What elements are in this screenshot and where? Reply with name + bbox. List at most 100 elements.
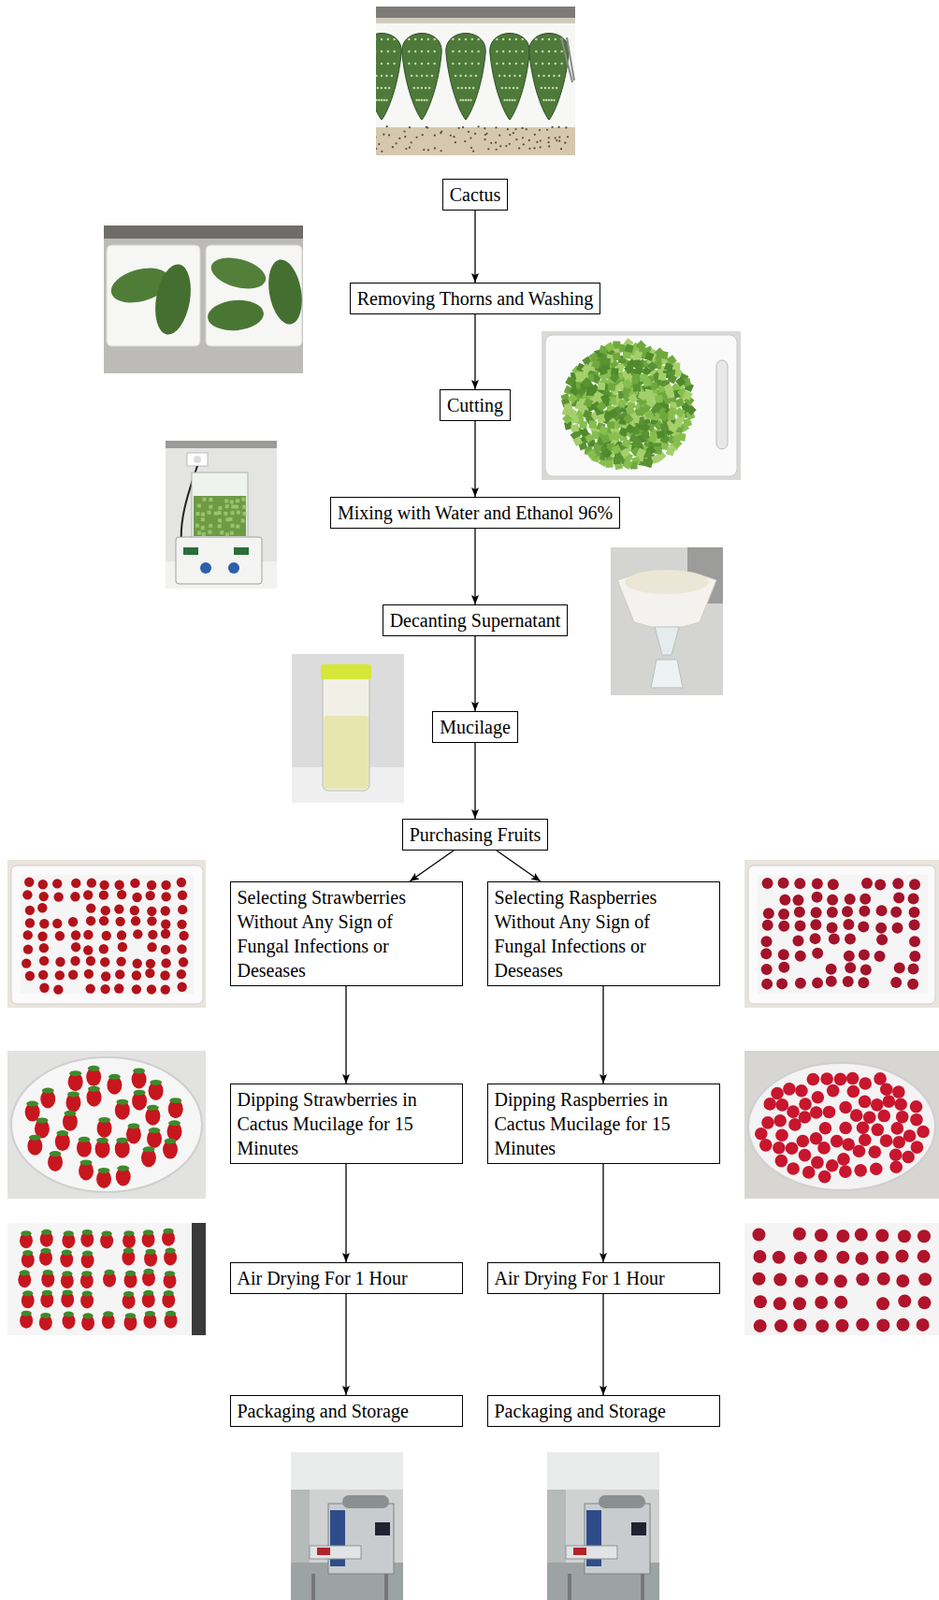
chopped-cactus-photo-detail-detail xyxy=(641,431,651,440)
cactus-photo-detail-detail xyxy=(467,130,470,133)
mucilage-jar-photo-detail xyxy=(291,653,405,803)
strawberry-drying-photo-detail-detail xyxy=(100,1229,114,1248)
cactus-photo-detail-detail xyxy=(417,86,419,89)
chopped-cactus-photo-detail-detail xyxy=(621,459,633,470)
stirrer-photo-detail xyxy=(193,455,202,463)
strawberry-tray-photo-detail-detail xyxy=(160,957,171,968)
chopped-cactus-photo-detail-detail xyxy=(633,383,641,391)
strawberry-drying-photo-detail-detail xyxy=(102,1269,116,1287)
raspberry-tray-photo-detail-detail xyxy=(778,877,790,889)
raspberry-dip-photo-detail-detail xyxy=(807,1072,821,1086)
raspberry-dip-photo-detail-detail xyxy=(825,1158,839,1172)
cactus-photo-detail-detail xyxy=(380,150,383,153)
cactus-photo-detail-detail xyxy=(375,50,377,53)
cactus-photo-detail-detail xyxy=(558,140,561,143)
cactus-photo-detail-detail xyxy=(548,141,550,144)
chopped-cactus-photo-detail-detail xyxy=(598,365,608,376)
box-label: Dipping Strawberries in Cactus Mucilage … xyxy=(237,1086,442,1160)
raspberry-dip-photo-detail-detail xyxy=(889,1159,903,1173)
cactus-photo-detail-detail xyxy=(508,50,511,53)
raspberry-tray-photo-detail-detail xyxy=(760,947,772,959)
process-box: Purchasing Fruits xyxy=(402,818,549,851)
cactus-photo-detail-detail xyxy=(469,136,472,139)
cactus-photo-detail-detail xyxy=(501,86,504,89)
raspberry-tray-photo-detail-detail xyxy=(792,894,804,906)
strawberry-tray-photo-detail-detail xyxy=(177,904,188,914)
cactus-photo-detail-detail xyxy=(505,144,507,147)
strawberry-drying-photo-detail-detail xyxy=(123,1312,137,1330)
chopped-cactus-photo xyxy=(541,331,741,480)
raspberry-dip-photo-detail-detail xyxy=(858,1132,872,1146)
strawberry-tray-photo-detail-detail xyxy=(114,903,124,913)
box-label: Cactus xyxy=(449,182,501,207)
process-box: Packaging and Storage xyxy=(230,1394,463,1427)
raspberry-dip-photo-detail-detail xyxy=(763,1097,777,1111)
strawberry-dip-photo-detail-detail xyxy=(141,1145,157,1167)
raspberry-dip-photo-detail-detail xyxy=(820,1071,834,1085)
strawberry-drying-photo-detail-detail-detail xyxy=(144,1310,156,1316)
stirrer-photo-detail-detail xyxy=(208,530,213,535)
raspberry-tray-photo-detail xyxy=(748,865,936,1004)
raspberry-drying-photo-detail-detail xyxy=(834,1273,848,1287)
strawberry-tray-photo-detail-detail xyxy=(21,957,31,968)
cactus-photo-detail-detail xyxy=(464,74,467,77)
strawberry-tray-photo-detail-detail xyxy=(131,983,142,994)
cactus-photo-detail-detail xyxy=(545,99,548,102)
process-box: Selecting Raspberries Without Any Sign o… xyxy=(487,881,721,986)
raspberry-dip-photo-detail-detail xyxy=(817,1141,831,1155)
cactus-photo-detail-detail xyxy=(415,74,418,77)
raspberry-tray-photo-detail-detail xyxy=(907,978,919,990)
cactus-photo-detail-detail xyxy=(471,50,474,53)
strawberry-dip-photo-detail-detail xyxy=(27,1134,43,1156)
stirrer-photo-detail-detail xyxy=(219,530,224,535)
raspberry-tray-photo xyxy=(744,859,939,1008)
flow-arrow xyxy=(474,742,476,819)
cactus-photo-detail-detail xyxy=(508,133,511,136)
box-label: Removing Thorns and Washing xyxy=(357,286,594,311)
raspberry-tray-photo-detail-detail xyxy=(827,878,839,890)
chopped-cactus-photo-detail-detail xyxy=(644,458,654,468)
strawberry-drying-photo-detail-detail-detail xyxy=(123,1229,134,1236)
flow-arrow xyxy=(345,985,347,1084)
cactus-photo-detail-detail xyxy=(537,74,540,77)
raspberry-tray-photo-detail-detail xyxy=(811,977,824,989)
strawberry-drying-photo-detail-detail-detail xyxy=(125,1312,136,1318)
strawberry-drying-photo-detail-detail-detail xyxy=(123,1247,134,1254)
raspberry-tray-photo-detail-detail xyxy=(894,961,906,973)
chopped-cactus-photo-detail-detail xyxy=(566,392,578,404)
chopped-cactus-photo-detail-detail xyxy=(682,390,694,401)
cactus-photo-detail-detail xyxy=(408,126,411,129)
strawberry-drying-photo-detail-detail xyxy=(81,1312,95,1330)
cactus-photo-detail-detail xyxy=(515,38,518,41)
raspberry-dip-photo-detail-detail xyxy=(869,1161,883,1175)
strawberry-tray-photo-detail-detail xyxy=(147,929,158,939)
cactus-photo-detail-detail xyxy=(548,62,550,65)
stirrer-photo xyxy=(165,440,277,589)
funnel-photo-detail xyxy=(650,659,683,688)
chopped-cactus-photo-detail-detail xyxy=(611,444,622,455)
strawberry-dip-photo-detail-detail xyxy=(115,1098,131,1120)
raspberry-tray-photo-detail-detail xyxy=(776,977,788,989)
raspberry-tray-photo-detail-detail xyxy=(909,950,921,962)
cactus-photo-detail-detail xyxy=(503,99,506,102)
raspberry-tray-photo-detail-detail xyxy=(844,933,856,945)
cactus-photo-detail-detail xyxy=(394,142,397,145)
raspberry-drying-photo-detail-detail xyxy=(875,1250,889,1264)
strawberry-dip-photo-detail-detail-detail xyxy=(132,1067,145,1073)
cactus-photo-detail-detail xyxy=(515,128,518,131)
raspberry-drying-photo-detail-detail xyxy=(815,1318,829,1332)
box-label: Packaging and Storage xyxy=(237,1398,442,1423)
cactus-photo-detail-detail xyxy=(548,136,550,139)
strawberry-tray-photo-detail-detail xyxy=(176,943,187,954)
strawberry-tray-photo-detail-detail xyxy=(130,905,140,915)
stirrer-photo-detail-detail xyxy=(195,511,200,516)
raspberry-tray-photo-detail-detail xyxy=(876,904,888,916)
cactus-photo-detail-detail xyxy=(451,50,454,53)
box-label: Selecting Strawberries Without Any Sign … xyxy=(237,884,442,983)
cactus-photo-detail-detail xyxy=(538,129,541,131)
chopped-cactus-photo-detail-detail xyxy=(659,421,669,432)
strawberry-dip-photo-detail-detail xyxy=(47,1150,63,1171)
cactus-photo-detail-detail xyxy=(380,99,383,102)
cactus-photo-detail-detail xyxy=(433,62,435,65)
raspberry-tray-photo-detail-detail xyxy=(908,962,920,974)
